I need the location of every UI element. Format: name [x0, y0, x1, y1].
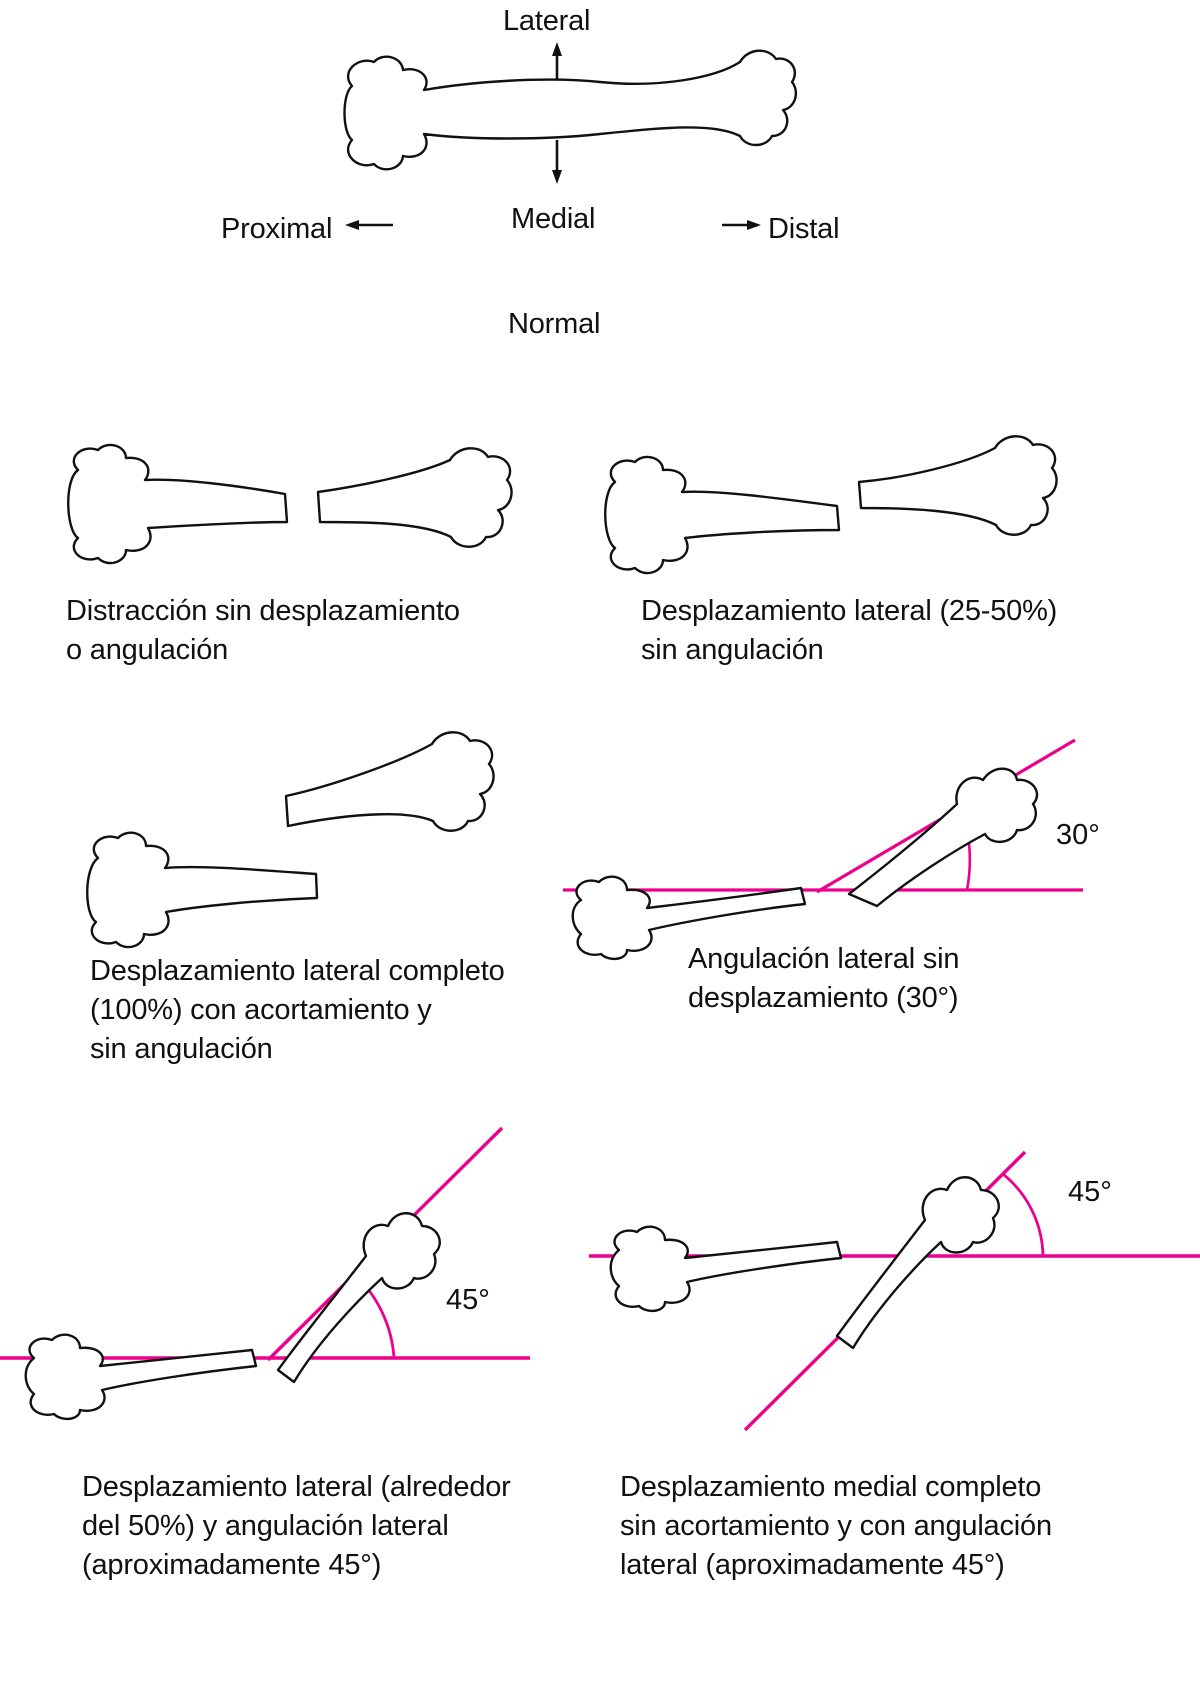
bone-distal-fragment-lat45 [276, 1212, 441, 1384]
angle-arc-45-right [1002, 1172, 1045, 1257]
distraction-figure [67, 443, 513, 565]
complete-lateral-displacement-figure [86, 731, 495, 949]
angle-label-45-left: 45° [446, 1284, 490, 1316]
medial-arrow-icon [552, 140, 562, 184]
panel-caption-lateral-angulation-30: Angulación lateral sin desplazamiento (3… [688, 943, 960, 1014]
proximal-arrow-icon [345, 220, 393, 230]
distal-arrow-icon [722, 220, 761, 230]
lateral-angulation-30-figure [563, 738, 1083, 961]
panel-caption-normal: Normal [508, 308, 601, 340]
orientation-label-lateral: Lateral [503, 5, 591, 37]
panel-caption-lateral-displacement-45: Desplazamiento lateral (alrededor del 50… [82, 1471, 511, 1581]
panel-caption-lateral-displacement-25-50: Desplazamiento lateral (25-50%) sin angu… [641, 595, 1058, 666]
medial-displacement-45-figure [589, 1150, 1200, 1432]
bone-distal-fragment-lat2550 [857, 435, 1058, 536]
panel-caption-medial-displacement-45: Desplazamiento medial completo sin acort… [620, 1471, 1052, 1581]
bone-proximal-fragment-lat2550 [604, 455, 841, 575]
lateral-arrow-icon [552, 42, 562, 80]
panel-caption-complete-lateral-displacement: Desplazamiento lateral completo (100%) c… [90, 955, 505, 1065]
bone-proximal-fragment-complete [86, 831, 319, 949]
angle-label-45-right: 45° [1068, 1176, 1112, 1208]
bone-proximal-fragment-med45 [609, 1225, 843, 1313]
orientation-label-proximal: Proximal [221, 213, 333, 245]
panel-caption-distraction: Distracción sin desplazamiento o angulac… [66, 595, 460, 666]
bone-distal-fragment-ang30 [847, 767, 1039, 908]
bone-proximal-fragment-distraction [67, 443, 289, 565]
lateral-displacement-45-figure [0, 1126, 530, 1421]
lateral-displacement-25-50-figure [604, 435, 1058, 575]
bone-proximal-fragment-ang30 [571, 875, 807, 961]
orientation-label-distal: Distal [768, 213, 840, 245]
bone-distal-fragment-med45 [835, 1176, 1000, 1350]
normal-bone-figure [343, 42, 798, 230]
orientation-label-medial: Medial [511, 203, 596, 235]
angle-label-30: 30° [1056, 819, 1100, 851]
bone-outline-normal [343, 49, 798, 171]
bone-proximal-fragment-lat45 [24, 1333, 258, 1421]
bone-distal-fragment-distraction [316, 447, 513, 548]
bone-distal-fragment-complete [284, 731, 495, 832]
